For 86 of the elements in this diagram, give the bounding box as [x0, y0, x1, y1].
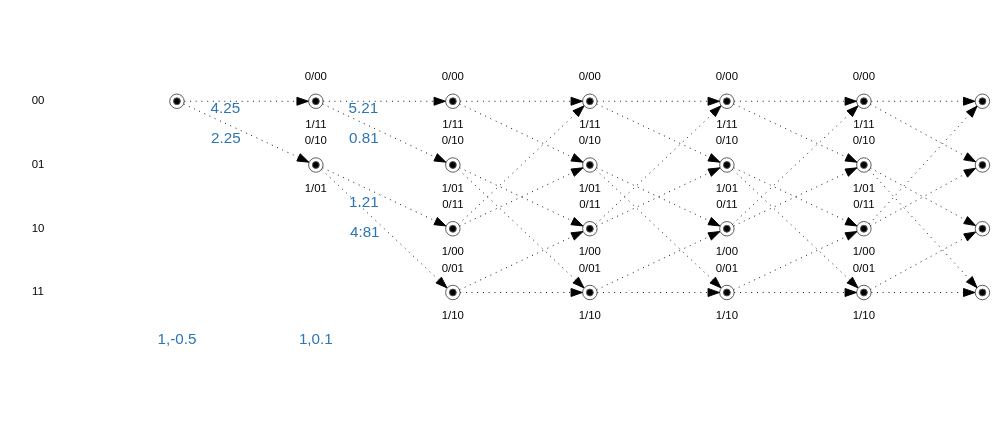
- node-label: 1/00: [578, 245, 601, 258]
- arrow: [868, 169, 978, 289]
- node-label: 0/00: [715, 70, 738, 83]
- arrow: [458, 169, 585, 289]
- node-label: 1/01: [441, 181, 464, 194]
- arrow: [322, 96, 446, 106]
- node-label: 0/10: [304, 134, 327, 147]
- node-label: 0/10: [441, 134, 464, 147]
- arrow: [459, 96, 583, 106]
- node-label: 1/10: [578, 309, 601, 322]
- node-label: 0/00: [304, 70, 327, 83]
- node-label: 1/11: [853, 117, 875, 130]
- edge-label: 4.25: [210, 99, 241, 117]
- node-label: 0/11: [853, 197, 875, 210]
- arrow: [459, 231, 584, 291]
- node-label: 1/00: [441, 245, 464, 258]
- arrow: [732, 105, 859, 225]
- node-label: 0/00: [852, 70, 875, 83]
- node-label: 0/01: [441, 261, 464, 274]
- label: 11: [32, 285, 44, 298]
- arrow: [459, 288, 583, 297]
- node-label: 1/10: [441, 309, 464, 322]
- node-label: 0/10: [715, 134, 738, 147]
- arrow: [596, 231, 721, 291]
- node-label: 0/10: [578, 134, 601, 147]
- arrow: [732, 169, 859, 289]
- arrow: [459, 103, 584, 163]
- arrow: [733, 103, 858, 163]
- arrow: [322, 103, 447, 163]
- arrow: [870, 167, 977, 227]
- node-circle: [856, 157, 872, 173]
- edge-label: 4:81: [349, 222, 380, 240]
- node-label: 1/11: [579, 117, 601, 130]
- arrow: [596, 288, 720, 297]
- node-label: 1/00: [715, 245, 738, 258]
- node-label: 0/11: [442, 197, 464, 210]
- node-label: 0/01: [578, 261, 601, 274]
- label: 10: [31, 221, 45, 234]
- arrow: [870, 288, 976, 297]
- node-label: 1/11: [442, 117, 464, 130]
- edge-label: 5.21: [348, 99, 379, 117]
- arrow: [595, 105, 722, 225]
- arrow: [868, 105, 978, 225]
- node-label: 1/01: [715, 181, 738, 194]
- node-label: 1/00: [852, 245, 875, 258]
- arrow: [595, 169, 722, 289]
- arrow: [458, 105, 585, 225]
- label: 1,0.1: [298, 329, 333, 347]
- arrow: [596, 103, 721, 163]
- arrow: [596, 96, 720, 106]
- edge-label: 2.25: [211, 128, 241, 146]
- node-label: 1/10: [715, 309, 738, 322]
- label: 00: [31, 94, 45, 107]
- arrow: [733, 96, 857, 106]
- arrow: [321, 169, 448, 289]
- arrow: [870, 96, 976, 106]
- node-circle: [974, 284, 991, 301]
- arrow: [183, 103, 310, 163]
- arrow: [733, 231, 858, 291]
- arrow: [184, 96, 309, 106]
- node-label: 1/10: [852, 309, 875, 322]
- label: 1,-0.5: [157, 329, 197, 347]
- arrow: [870, 231, 977, 290]
- node-label: 0/11: [716, 197, 738, 210]
- edge-label: 1.21: [349, 192, 379, 210]
- arrow: [322, 167, 447, 227]
- node-label: 0/10: [852, 134, 875, 147]
- edge-label: 0.81: [349, 128, 379, 146]
- node-label: 1/01: [578, 181, 601, 194]
- arrow: [733, 288, 857, 297]
- node-label: 0/00: [441, 70, 464, 83]
- node-circle: [974, 157, 991, 173]
- arrow: [596, 167, 721, 227]
- arrow: [870, 103, 977, 163]
- node-label: 0/01: [715, 261, 738, 274]
- node-label: 1/01: [304, 181, 327, 194]
- node-label: 0/01: [852, 261, 875, 274]
- arrow: [459, 167, 584, 227]
- label: 01: [31, 157, 45, 170]
- node-circle: [856, 284, 872, 301]
- arrow: [733, 167, 858, 227]
- node-label: 1/01: [852, 181, 875, 194]
- node-label: 0/00: [578, 70, 601, 83]
- node-label: 0/11: [579, 197, 601, 210]
- node-label: 1/11: [305, 117, 327, 130]
- node-label: 1/11: [716, 117, 738, 130]
